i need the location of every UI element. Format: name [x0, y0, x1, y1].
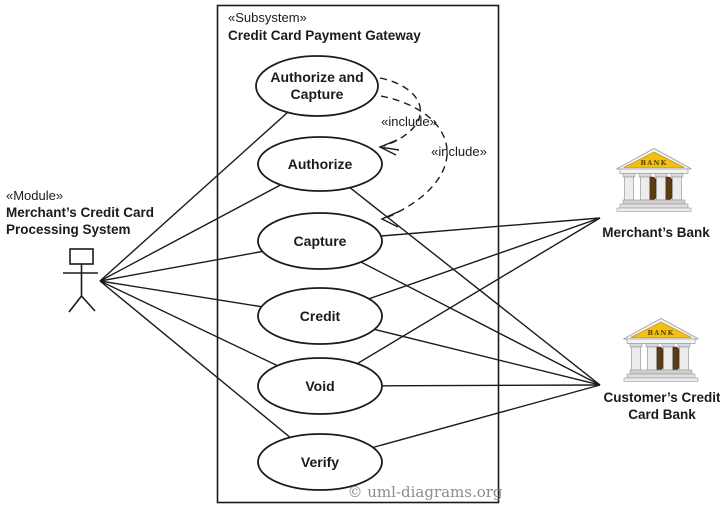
usecase-authorize: Authorize	[257, 136, 383, 192]
include-dashed-arc	[380, 95, 448, 219]
include-capture-dependency	[380, 95, 448, 228]
actor-right-leg	[80, 295, 96, 312]
include-arrow-tail	[379, 146, 400, 151]
bank-building-icon	[616, 148, 692, 212]
actor-stereotype: «Module»	[6, 188, 63, 203]
bank-sign-text: BANK	[641, 159, 668, 167]
usecase-label: Void	[305, 378, 334, 394]
usecase-label-line2: Capture	[291, 86, 344, 102]
merchants-bank-label: Merchant’s Bank	[602, 225, 710, 240]
actor-name-line2: Processing System	[6, 222, 131, 237]
subsystem-name: Credit Card Payment Gateway	[228, 28, 421, 43]
include-arrowhead	[380, 210, 401, 228]
customers-bank-label-line2: Card Bank	[628, 407, 696, 422]
usecase-ellipse	[255, 55, 379, 117]
usecase-label: Capture	[294, 233, 347, 249]
merchants-bank: BANK	[616, 148, 692, 212]
association-actor-verify	[99, 280, 321, 463]
include-authorize-dependency	[378, 77, 422, 156]
actor-name-line1: Merchant’s Credit Card	[6, 205, 154, 220]
association-authorize-customers-bank	[319, 163, 601, 386]
usecase-label: Authorize	[288, 156, 353, 172]
association-void-merchants-bank	[319, 217, 601, 387]
usecase-ellipse	[257, 136, 383, 192]
actor-head	[69, 248, 94, 265]
association-capture-customers-bank	[319, 240, 601, 386]
usecase-capture: Capture	[257, 212, 383, 270]
usecase-ellipse	[257, 287, 383, 345]
usecase-credit: Credit	[257, 287, 383, 345]
usecase-ellipse	[257, 357, 383, 415]
usecase-verify: Verify	[257, 433, 383, 491]
subsystem-stereotype: «Subsystem»	[228, 10, 307, 25]
include-dashed-arc	[379, 77, 422, 147]
usecase-ellipse	[257, 433, 383, 491]
include-label-capture: «include»	[431, 144, 487, 159]
usecase-authorize-and-capture: Authorize and Capture	[255, 55, 379, 117]
customers-credit-card-bank: BANK	[623, 318, 699, 382]
bank-building-icon	[623, 318, 699, 382]
association-actor-authorize-and-capture	[99, 85, 318, 282]
usecase-ellipse	[257, 212, 383, 270]
actor-stick-figure	[63, 248, 98, 313]
usecase-label: Verify	[301, 454, 339, 470]
copyright-watermark: © uml-diagrams.org	[347, 483, 502, 501]
usecase-label-line1: Authorize and	[270, 69, 363, 85]
include-label-authorize: «include»	[381, 114, 437, 129]
actor-left-leg	[68, 295, 83, 313]
customers-bank-label-line1: Customer’s Credit	[603, 390, 720, 405]
usecase-void: Void	[257, 357, 383, 415]
actor-merchant-processing-system: «Module» Merchant’s Credit Card Processi…	[6, 188, 154, 313]
usecase-label: Credit	[300, 308, 341, 324]
bank-sign-text: BANK	[648, 329, 675, 337]
